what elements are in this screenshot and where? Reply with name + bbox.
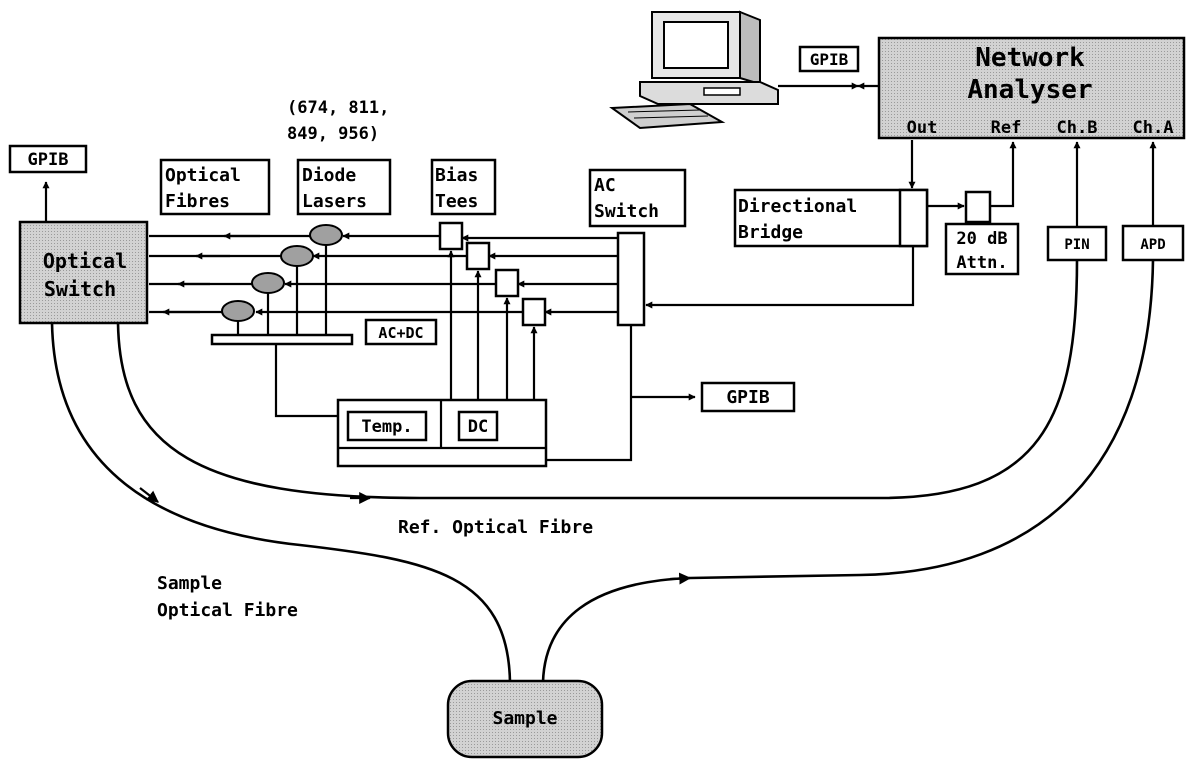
optical-fibres-label-box bbox=[159, 158, 271, 216]
attenuator-element bbox=[964, 190, 992, 224]
optical-switch-line1: Optical bbox=[43, 249, 127, 273]
sample-box bbox=[446, 679, 604, 759]
gpib-bottom-label: GPIB bbox=[726, 387, 770, 408]
sample-fibre-out-arrow bbox=[669, 572, 692, 585]
bias-tees-line2: Tees bbox=[435, 191, 478, 212]
pin-box bbox=[1046, 225, 1108, 262]
bias-tee-3 bbox=[494, 268, 520, 298]
optical-switch-line2: Switch bbox=[44, 277, 116, 301]
network-analyser-box bbox=[877, 36, 1186, 140]
attenuator-line1: 20 dB bbox=[956, 229, 1007, 249]
sample-fibre-in-arrow bbox=[139, 487, 159, 503]
optical-switch-box bbox=[18, 220, 149, 325]
ac-switch-line2: Switch bbox=[594, 201, 659, 222]
sample-optical-fibre-out bbox=[541, 259, 1155, 683]
attenuator-label-box bbox=[944, 222, 1020, 276]
port-ref-label: Ref bbox=[991, 118, 1022, 138]
wavelengths-line1: (674, 811, bbox=[287, 98, 389, 118]
port-chb-label: Ch.B bbox=[1057, 118, 1098, 138]
temp-box bbox=[346, 410, 428, 442]
gpib-top-box bbox=[798, 45, 860, 73]
gpib-left-label: GPIB bbox=[28, 150, 69, 170]
sample-fibre-line1: Sample bbox=[157, 573, 222, 594]
dc-label: DC bbox=[468, 417, 488, 437]
gpib-top-label: GPIB bbox=[810, 50, 849, 69]
ac-dc-box bbox=[364, 318, 438, 346]
diode-laser-3 bbox=[251, 272, 285, 294]
diode-laser-1 bbox=[309, 224, 343, 246]
diode-lasers-label-box bbox=[296, 158, 392, 216]
directional-bridge-box bbox=[733, 188, 929, 248]
sample-optical-fibre-in bbox=[50, 322, 512, 683]
ac-switch-label-box bbox=[588, 168, 687, 228]
diode-lasers-line2: Lasers bbox=[302, 191, 367, 212]
temp-to-mount bbox=[274, 344, 338, 418]
network-analyser-title-line1: Network bbox=[975, 43, 1085, 73]
bridge-to-ac-switch bbox=[645, 246, 915, 309]
bias-tee-1 bbox=[438, 221, 464, 251]
sample-label: Sample bbox=[492, 708, 557, 729]
attenuator-to-ref bbox=[990, 141, 1017, 208]
bias-tee-4 bbox=[521, 297, 547, 327]
directional-bridge-line1: Directional bbox=[738, 196, 857, 217]
ac-switch-line1: AC bbox=[594, 175, 616, 196]
bias-tees-line1: Bias bbox=[435, 165, 478, 186]
diode-laser-4 bbox=[221, 300, 255, 322]
optical-fibres-line1: Optical bbox=[165, 165, 241, 186]
desktop-computer-icon bbox=[609, 10, 779, 130]
port-out-label: Out bbox=[907, 118, 938, 138]
optical-fibres-line2: Fibres bbox=[165, 191, 230, 212]
temp-label: Temp. bbox=[361, 417, 412, 437]
diode-laser-2 bbox=[280, 245, 314, 267]
network-analyser-title-line2: Analyser bbox=[967, 75, 1092, 105]
gpib-left-box bbox=[8, 144, 88, 174]
diode-lasers-line1: Diode bbox=[302, 165, 356, 186]
port-cha-label: Ch.A bbox=[1133, 118, 1174, 138]
gpib-bottom-box bbox=[700, 381, 796, 413]
ref-optical-fibre bbox=[116, 259, 1079, 500]
attenuator-line2: Attn. bbox=[956, 253, 1007, 273]
sample-fibre-line2: Optical Fibre bbox=[157, 600, 298, 621]
dc-box bbox=[457, 410, 499, 442]
wavelengths-line2: 849, 956) bbox=[287, 124, 379, 144]
bias-tee-2 bbox=[465, 241, 491, 271]
apd-label: APD bbox=[1140, 237, 1165, 253]
laser-mount-bar bbox=[210, 333, 354, 346]
bias-tees-label-box bbox=[430, 158, 497, 216]
ac-switch-control bbox=[546, 325, 633, 462]
directional-bridge-element bbox=[898, 188, 929, 248]
pin-label: PIN bbox=[1064, 237, 1089, 253]
ac-switch-element bbox=[616, 231, 646, 327]
directional-bridge-line2: Bridge bbox=[738, 222, 803, 243]
apd-box bbox=[1121, 224, 1185, 262]
ac-dc-label: AC+DC bbox=[378, 324, 423, 342]
ref-fibre-label: Ref. Optical Fibre bbox=[398, 517, 593, 538]
